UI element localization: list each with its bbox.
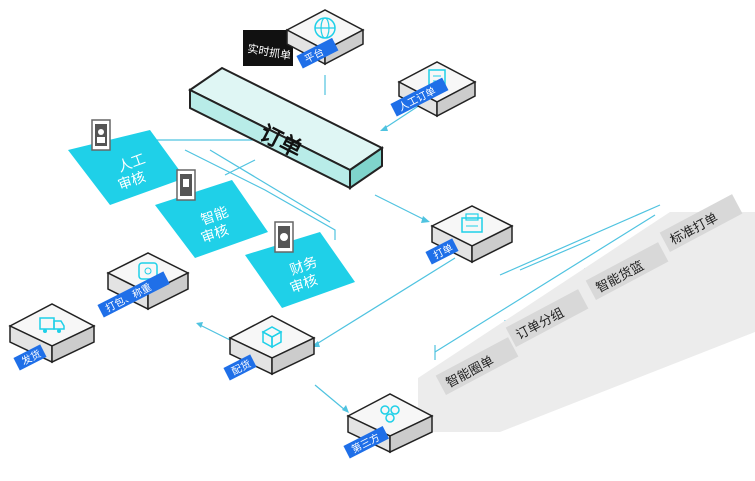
line-print-to-distribute (314, 257, 456, 346)
line-print-panel-2 (519, 239, 591, 271)
order-bar-side (349, 146, 383, 190)
review-smart: 智能 审核 (155, 169, 268, 258)
line-print-panel-1 (499, 204, 661, 276)
line-review-chain-2 (209, 149, 331, 223)
people-icon (380, 405, 400, 423)
realtime-tag: 实时抓单 (243, 30, 293, 66)
arrow-head (342, 405, 349, 413)
node-print: 打单 (425, 205, 514, 265)
truck-icon (39, 317, 65, 333)
user-badge-icon (91, 119, 111, 151)
review-finance-block (245, 232, 355, 308)
review-finance: 财务 审核 (245, 221, 355, 308)
order-bar: 订单 (188, 66, 384, 190)
node-manual-order: 人工订单 (390, 61, 477, 118)
scale-icon (138, 262, 158, 280)
coin-icon (274, 221, 294, 253)
arrow-head (421, 216, 430, 223)
node-pack-weigh: 打包、称重 (97, 252, 190, 318)
review-manual: 人工 审核 (68, 119, 185, 205)
node-third-party: 第三方 (343, 393, 434, 459)
line-order-to-print (374, 194, 426, 221)
connector-lines (140, 75, 661, 413)
box-icon (261, 326, 283, 349)
feature-panel: 标准打单 智能货篮 订单分组 智能圈单 (418, 194, 755, 432)
node-ship: 发货 (8, 303, 96, 371)
arrow-head (380, 125, 388, 131)
node-platform: 平台 (285, 9, 365, 69)
line-manual-order-to-order (384, 104, 421, 129)
line-review-chain (184, 149, 336, 240)
feature-panel-background (418, 212, 755, 432)
globe-icon (314, 17, 336, 39)
arrow-head (196, 322, 203, 328)
node-distribute: 配货 (223, 315, 316, 381)
line-distribute-to-third (314, 384, 346, 411)
line-print-panel-3 (434, 214, 656, 353)
tablet-icon (176, 169, 196, 201)
printer-icon (461, 213, 483, 233)
